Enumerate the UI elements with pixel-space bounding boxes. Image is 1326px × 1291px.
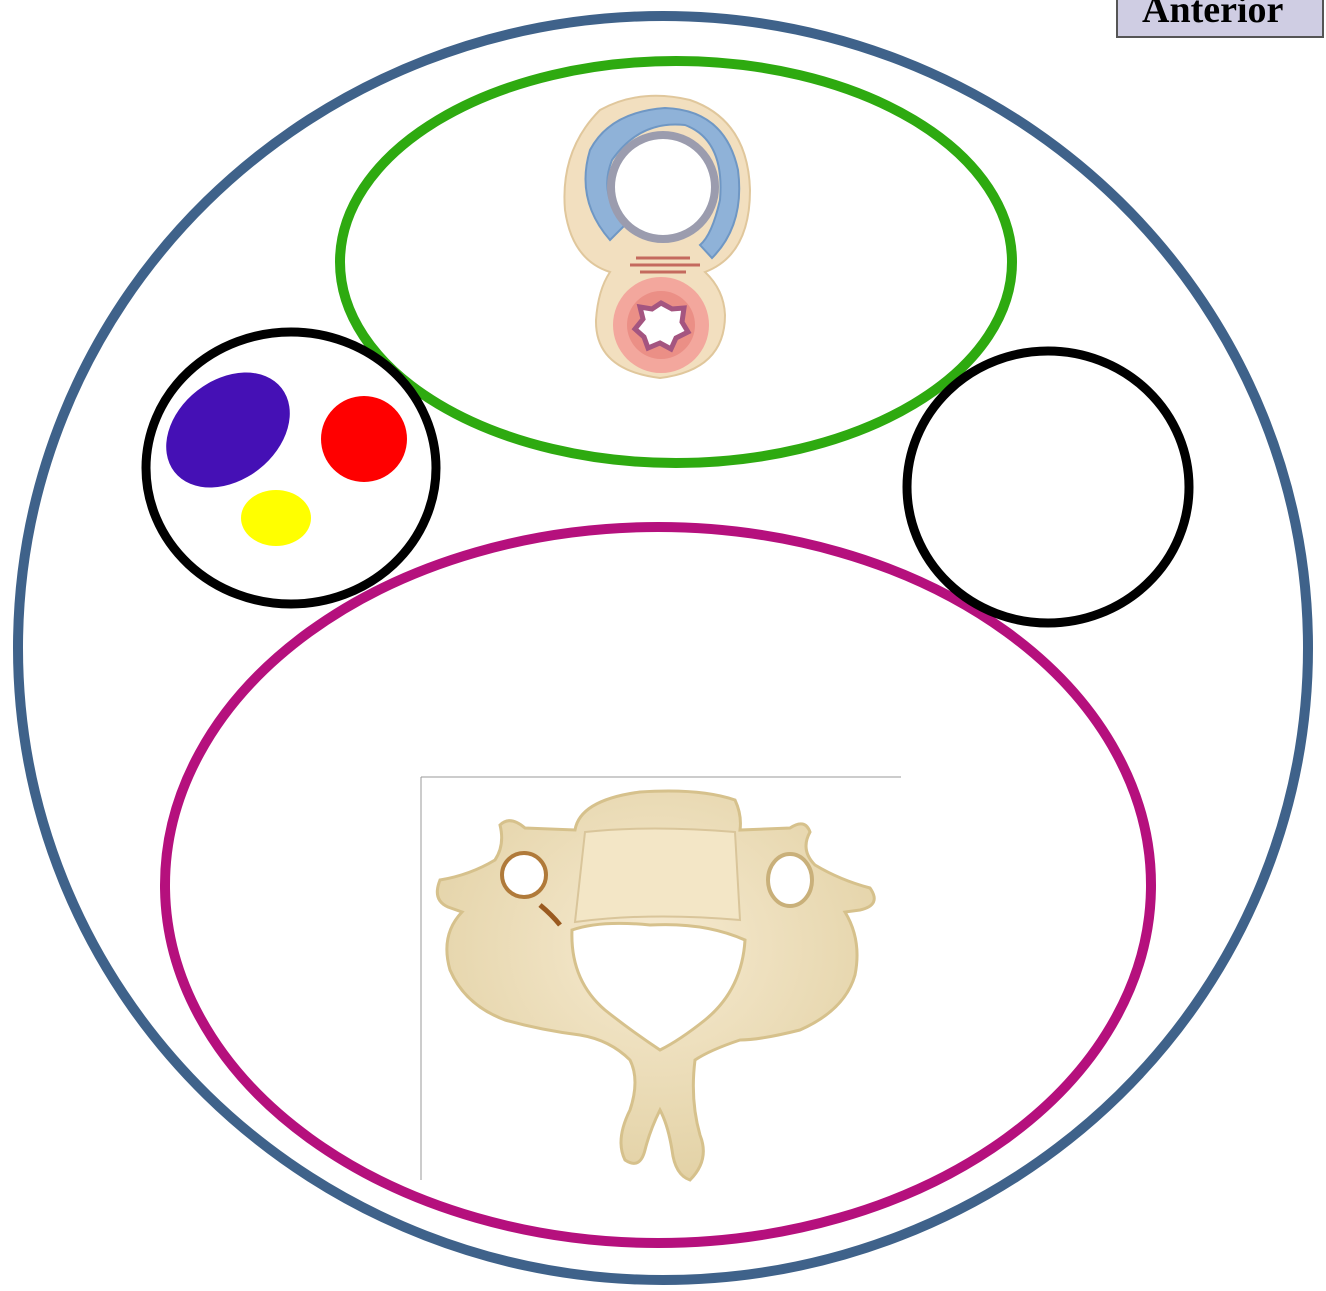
cervical-vertebra-illustration bbox=[437, 791, 874, 1180]
artery-shape bbox=[321, 396, 407, 482]
orientation-label: Anterior bbox=[1116, 0, 1324, 38]
trachea-esophagus-illustration bbox=[564, 96, 750, 378]
nerve-shape bbox=[241, 490, 311, 546]
vein-shape bbox=[144, 349, 313, 512]
right-carotid-sheath-ellipse bbox=[907, 351, 1189, 623]
